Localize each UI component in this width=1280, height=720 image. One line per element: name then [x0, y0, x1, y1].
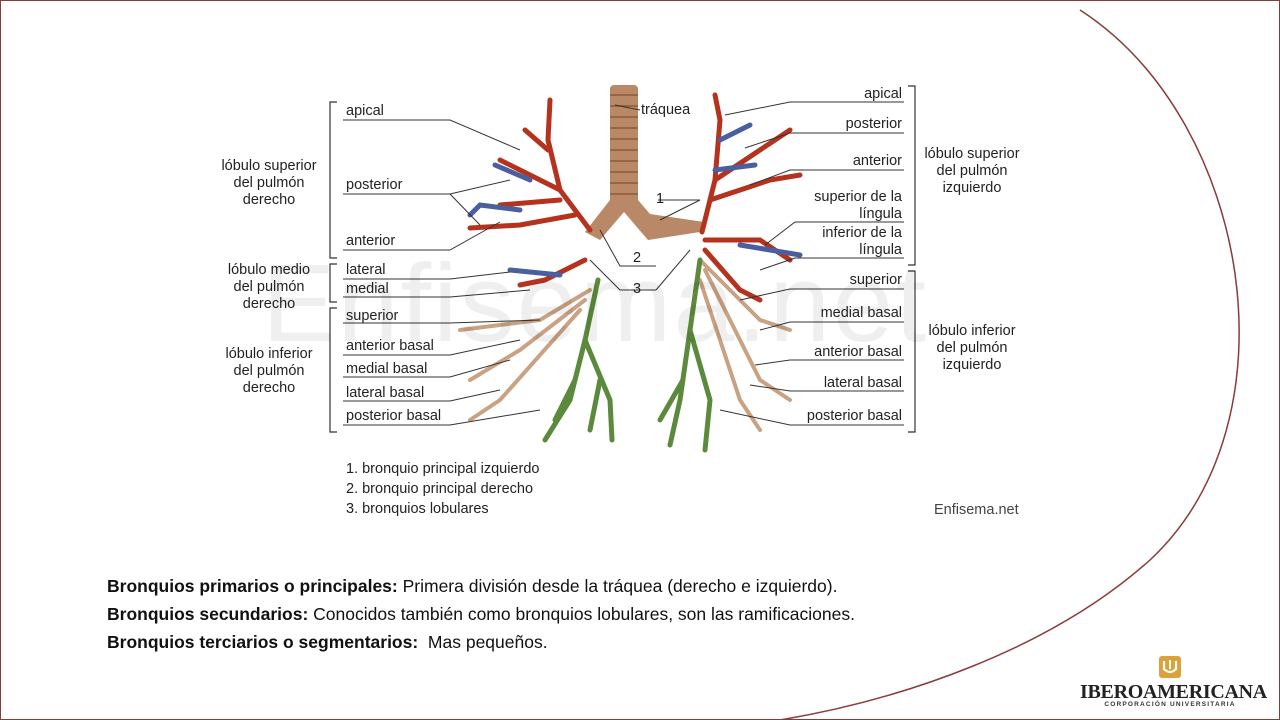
text-line-2: Bronquios secundarios: Conocidos también…	[107, 600, 855, 628]
label-right-medial-basal: medial basal	[346, 361, 428, 377]
label-right-posterior-basal: posterior basal	[346, 408, 442, 424]
logo-mark-icon	[1159, 656, 1181, 678]
label-left-superior: superior	[849, 272, 902, 288]
label-left-posterior: posterior	[845, 116, 902, 132]
legend-item-2: 2. bronquio principal derecho	[346, 481, 534, 497]
label-right-lateral-basal: lateral basal	[346, 385, 425, 401]
legend: 1. bronquio principal izquierdo 2. bronq…	[346, 459, 539, 519]
description-text: Bronquios primarios o principales: Prime…	[107, 572, 855, 656]
term-secondary: Bronquios secundarios:	[107, 604, 309, 624]
group-right-middle: lóbulo medio del pulmón derecho	[227, 262, 311, 312]
logo-subtitle: CORPORACIÓN UNIVERSITARIA	[1104, 701, 1236, 708]
desc-tertiary: Mas pequeños.	[418, 632, 548, 652]
term-primary: Bronquios primarios o principales:	[107, 576, 398, 596]
label-right-lateral: lateral	[346, 262, 386, 278]
label-left-anterior: anterior	[852, 153, 902, 169]
label-left-anterior-basal: anterior basal	[814, 344, 902, 360]
legend-item-1: 1. bronquio principal izquierdo	[346, 461, 540, 477]
label-right-medial: medial	[346, 281, 389, 297]
desc-secondary: Conocidos también como bronquios lobular…	[308, 604, 855, 624]
credit: Enfisema.net	[934, 502, 1019, 518]
text-line-3: Bronquios terciarios o segmentarios: Mas…	[107, 628, 855, 656]
text-line-1: Bronquios primarios o principales: Prime…	[107, 572, 855, 600]
group-right-lower: lóbulo inferior del pulmón derecho	[225, 346, 313, 396]
legend-item-3: 3. bronquios lobulares	[346, 501, 489, 517]
label-right-anterior: anterior	[346, 233, 396, 249]
label-left-apical: apical	[864, 86, 902, 102]
label-left-inferior-lingula: inferior de la língula	[822, 225, 902, 258]
left-lung-branches	[657, 92, 803, 453]
trachea-label: tráquea	[641, 102, 691, 118]
label-right-posterior: posterior	[346, 177, 403, 193]
watermark-text: Enfisema.net	[262, 242, 929, 365]
label-left-medial-basal: medial basal	[820, 305, 902, 321]
leader-lines	[343, 101, 904, 426]
label-left-superior-lingula: superior de la língula	[814, 189, 902, 222]
label-left-posterior-basal: posterior basal	[806, 408, 902, 424]
desc-primary: Primera división desde la tráquea (derec…	[397, 576, 838, 596]
logo-name: IBEROAMERICANA	[1080, 681, 1267, 703]
group-brackets	[329, 85, 916, 433]
group-left-lower: lóbulo inferior del pulmón izquierdo	[928, 323, 1016, 373]
group-right-upper: lóbulo superior del pulmón derecho	[221, 158, 317, 208]
number-2: 2	[633, 250, 642, 266]
label-left-lateral-basal: lateral basal	[823, 375, 902, 391]
term-tertiary: Bronquios terciarios o segmentarios:	[107, 632, 419, 652]
label-right-superior: superior	[346, 308, 399, 324]
label-right-anterior-basal: anterior basal	[346, 338, 434, 354]
number-1: 1	[656, 191, 665, 207]
label-right-apical: apical	[346, 103, 384, 119]
group-left-upper: lóbulo superior del pulmón izquierdo	[924, 146, 1020, 196]
iberoamericana-logo: IBEROAMERICANA CORPORACIÓN UNIVERSITARIA	[1080, 655, 1267, 710]
number-3: 3	[633, 281, 642, 297]
trachea-shape	[585, 85, 704, 240]
